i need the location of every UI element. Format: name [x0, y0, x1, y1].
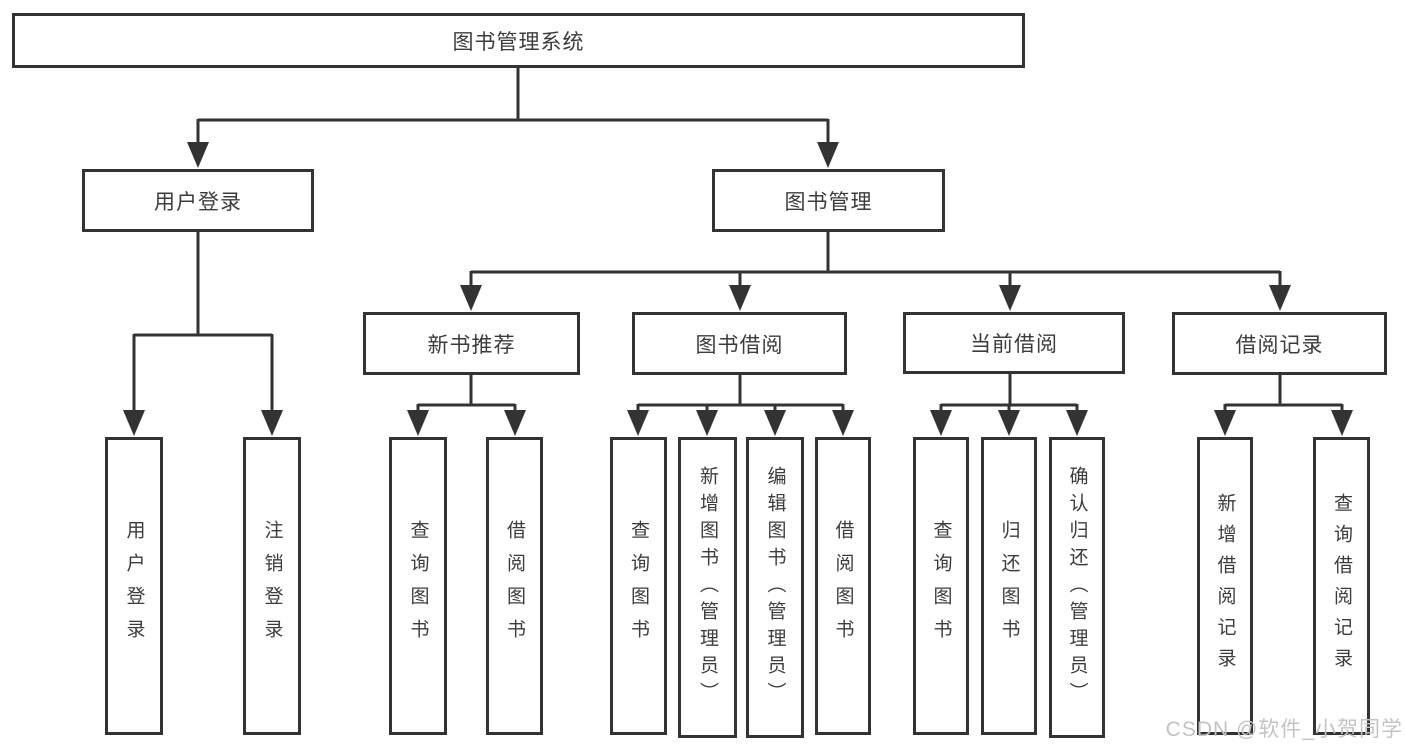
arrow-down [123, 410, 145, 436]
leaf-query-book-borrow: 查询图书 [610, 437, 667, 735]
node-root: 图书管理系统 [12, 13, 1025, 68]
arrow-down [832, 410, 854, 436]
leaf-query-borrow-record-label: 查询借阅记录 [1331, 493, 1352, 679]
csdn-watermark: CSDN @软件_小贺同学 [1165, 718, 1403, 741]
arrow-down [1066, 410, 1088, 436]
leaf-confirm-return-admin-label: 确认归还（管理员） [1066, 466, 1088, 709]
leaf-query-book-recommend: 查询图书 [389, 437, 447, 735]
node-book-management-label: 图书管理 [784, 190, 873, 214]
leaf-logout-label: 注销登录 [261, 520, 283, 652]
arrow-down [460, 285, 482, 311]
arrow-down [407, 410, 429, 436]
node-user-login: 用户登录 [82, 169, 314, 232]
leaf-query-book-current-label: 查询图书 [930, 520, 952, 652]
node-root-label: 图书管理系统 [452, 30, 585, 54]
node-borrow-records-label: 借阅记录 [1235, 333, 1324, 357]
node-book-management: 图书管理 [712, 169, 945, 232]
node-new-book-recommend: 新书推荐 [363, 312, 580, 375]
leaf-query-book-borrow-label: 查询图书 [628, 520, 649, 652]
node-new-book-recommend-label: 新书推荐 [427, 333, 516, 357]
arrow-down [1331, 410, 1353, 436]
leaf-query-book-current: 查询图书 [913, 437, 969, 735]
node-user-login-label: 用户登录 [154, 190, 242, 214]
arrow-down [1269, 285, 1291, 311]
leaf-user-login: 用户登录 [105, 437, 163, 735]
leaf-return-book: 归还图书 [981, 437, 1037, 735]
arrow-down [817, 142, 839, 168]
leaf-add-book-admin-label: 新增图书（管理员） [697, 466, 718, 709]
leaf-query-borrow-record: 查询借阅记录 [1313, 437, 1370, 735]
leaf-edit-book-admin: 编辑图书（管理员） [746, 437, 804, 738]
leaf-add-book-admin: 新增图书（管理员） [678, 437, 737, 738]
leaf-borrow-book-recommend: 借阅图书 [486, 437, 543, 735]
leaf-user-login-label: 用户登录 [123, 520, 145, 652]
node-current-borrow-label: 当前借阅 [970, 333, 1058, 356]
node-book-borrow-label: 图书借阅 [695, 333, 784, 357]
leaf-logout: 注销登录 [243, 437, 301, 735]
leaf-edit-book-admin-label: 编辑图书（管理员） [764, 466, 786, 709]
arrow-down [627, 410, 649, 436]
node-current-borrow: 当前借阅 [903, 312, 1125, 374]
arrow-down [729, 285, 751, 311]
leaf-borrow-book: 借阅图书 [815, 437, 871, 735]
leaf-borrow-book-recommend-label: 借阅图书 [504, 520, 525, 652]
arrow-down [696, 410, 718, 436]
node-book-borrow: 图书借阅 [632, 312, 847, 375]
leaf-confirm-return-admin: 确认归还（管理员） [1049, 437, 1105, 738]
arrow-down [999, 285, 1021, 311]
arrow-down [764, 410, 786, 436]
arrow-down [930, 410, 952, 436]
arrow-down [1214, 410, 1236, 436]
arrow-down [504, 410, 526, 436]
arrow-down [998, 410, 1020, 436]
leaf-borrow-book-label: 借阅图书 [832, 520, 854, 652]
arrow-down [187, 142, 209, 168]
node-borrow-records: 借阅记录 [1172, 312, 1387, 375]
arrow-down [261, 410, 283, 436]
leaf-add-borrow-record: 新增借阅记录 [1197, 437, 1253, 735]
leaf-add-borrow-record-label: 新增借阅记录 [1214, 493, 1236, 679]
leaf-query-book-recommend-label: 查询图书 [407, 520, 429, 652]
leaf-return-book-label: 归还图书 [998, 520, 1020, 652]
